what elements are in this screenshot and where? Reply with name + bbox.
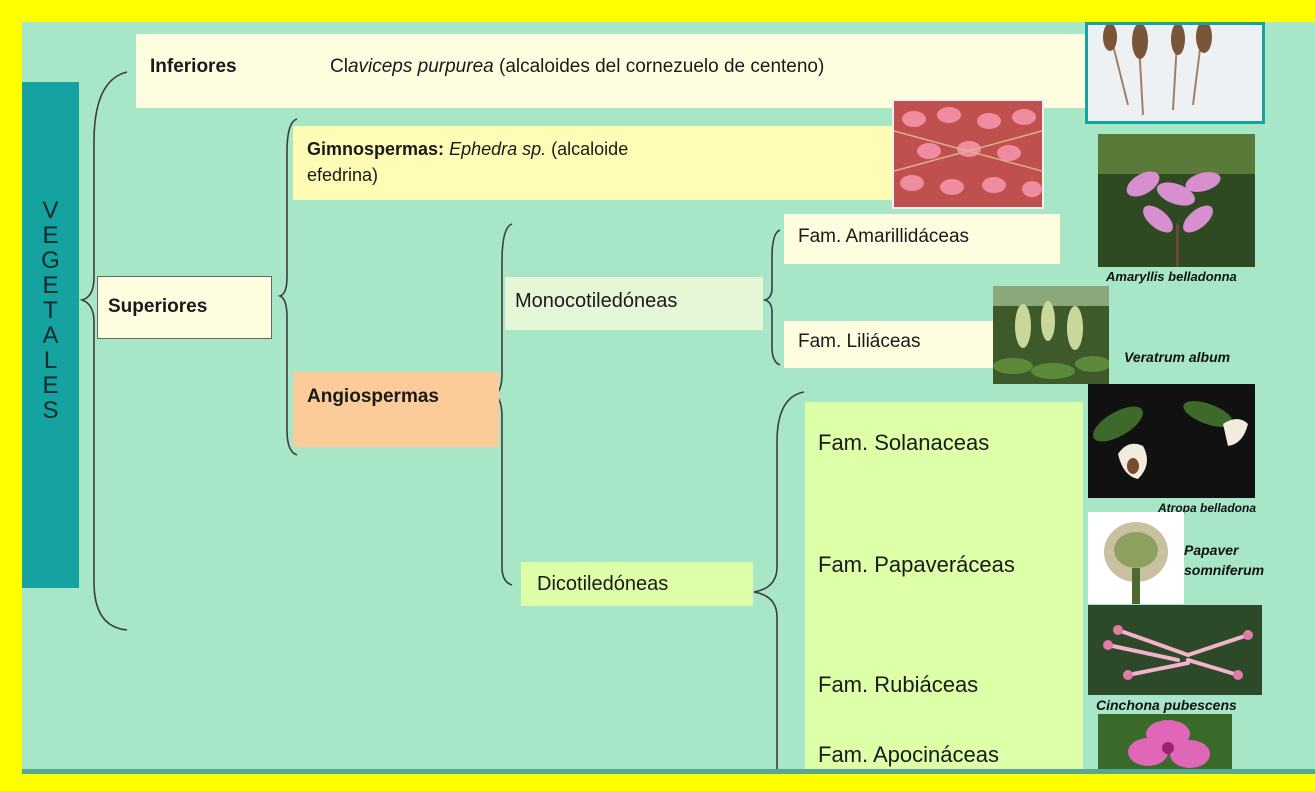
atropa-caption: Atropa belladona [1158,501,1257,515]
angiospermas-box: Angiospermas [293,372,499,447]
superiores-label: Superiores [108,296,208,317]
ergot-photo [1085,22,1265,124]
dicot-label: Dicotiledóneas [537,573,669,595]
liliaceas-box: Fam. Liliáceas [784,321,999,368]
amarillidaceas-box: Fam. Amarillidáceas [784,214,1060,264]
gimnospermas-box: Gimnospermas: Ephedra sp. (alcaloide efe… [293,126,923,200]
rubiaceas-label: Fam. Rubiáceas [818,672,979,697]
inferiores-description: Claviceps purpurea (alcaloides del corne… [330,56,825,77]
solanaceas-label: Fam. Solanaceas [818,430,990,455]
gimnospermas-text: Gimnospermas: Ephedra sp. (alcaloide efe… [307,139,629,185]
papaver-caption-line1: Papaver [1184,542,1239,558]
papaver-caption-line2: somniferum [1184,562,1265,578]
inferiores-label: Inferiores [150,56,237,77]
bracket-superiores [277,118,298,456]
dicot-families-panel: Fam. Solanaceas Fam. Papaveráceas Fam. R… [805,402,1083,774]
vegetales-bar: V E G E T A L E S [22,82,79,588]
liliaceas-label: Fam. Liliáceas [798,331,921,352]
bottom-strip [22,769,1315,774]
bracket-vegetales [79,71,128,631]
amaryllis-photo [1098,134,1255,267]
cinchona-photo [1088,605,1262,695]
veratrum-photo [993,286,1109,384]
amaryllis-caption: Amaryllis belladonna [1106,269,1237,284]
papaver-photo [1088,512,1184,604]
veratrum-caption: Veratrum album [1124,349,1231,365]
ephedra-photo [892,99,1044,209]
angiospermas-label: Angiospermas [307,386,439,407]
cinchona-caption: Cinchona pubescens [1096,697,1237,713]
dicot-box: Dicotiledóneas [521,562,753,606]
papaveraceas-label: Fam. Papaveráceas [818,552,1015,577]
monocot-label: Monocotiledóneas [515,290,678,312]
apocinaceas-label: Fam. Apocináceas [818,742,999,767]
bracket-dicot [753,391,805,774]
atropa-photo [1088,384,1255,498]
amarillidaceas-label: Fam. Amarillidáceas [798,226,970,247]
vinca-photo [1098,714,1232,774]
diagram-canvas: V E G E T A L E S [22,22,1315,774]
superiores-box: Superiores [97,276,272,339]
bracket-monocot [762,229,781,366]
monocot-box: Monocotiledóneas [505,277,763,330]
vegetales-label: V E G E T A L E S [41,197,60,424]
inferiores-box: Inferiores Claviceps purpurea (alcaloide… [136,34,1086,108]
